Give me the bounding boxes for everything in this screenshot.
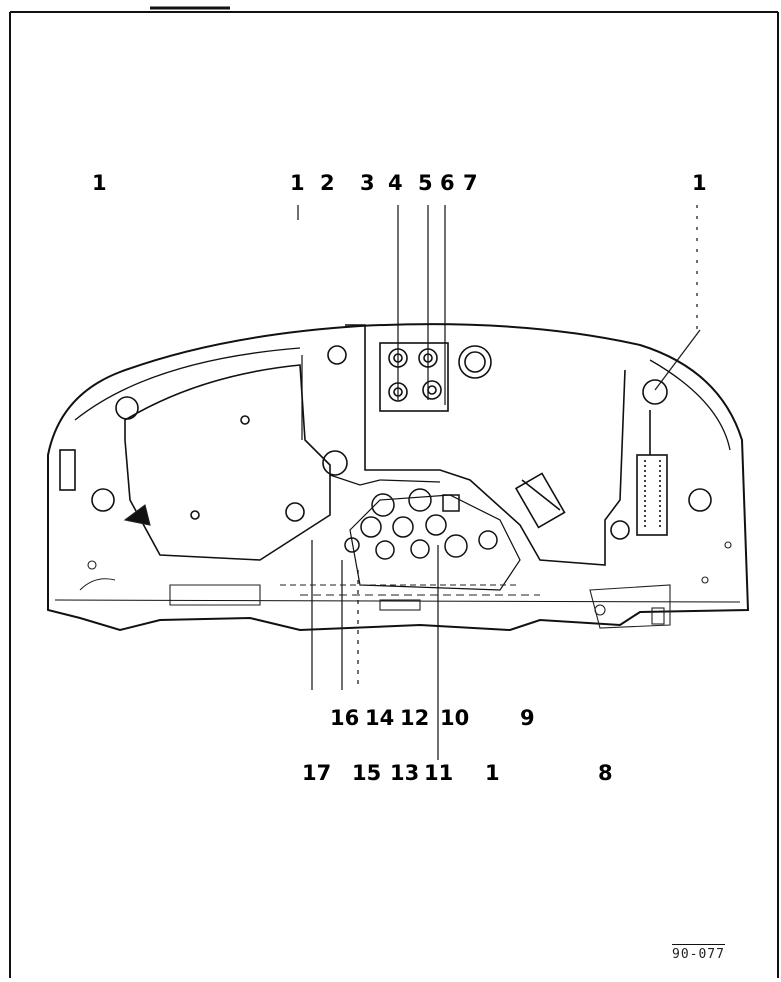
callout-label: 5 — [418, 171, 433, 195]
callout-label: 8 — [598, 761, 613, 785]
callout-label: 13 — [390, 761, 419, 785]
bulb-holder-group-lower — [344, 488, 498, 560]
callout-label: 6 — [440, 171, 455, 195]
gauge-resistor-strip — [636, 410, 668, 536]
voltage-stabilizer — [514, 472, 566, 529]
figure-reference-number: 90-077 — [672, 944, 725, 962]
callout-label: 12 — [400, 706, 429, 730]
printed-circuit-tracks — [79, 504, 732, 629]
callout-label: 4 — [388, 171, 403, 195]
callout-label: 1 — [485, 761, 500, 785]
callout-label: 9 — [520, 706, 535, 730]
callout-label: 14 — [365, 706, 394, 730]
leader-lines — [297, 205, 701, 760]
cluster-housing — [47, 323, 750, 632]
callout-label: 1 — [290, 171, 305, 195]
mounting-bosses — [59, 345, 712, 540]
callout-label: 7 — [463, 171, 478, 195]
callout-label: 10 — [440, 706, 469, 730]
callout-label: 16 — [330, 706, 359, 730]
callout-label: 17 — [302, 761, 331, 785]
callout-label: 1 — [92, 171, 107, 195]
callout-label: 1 — [692, 171, 707, 195]
callout-label: 11 — [424, 761, 453, 785]
centre-plate — [329, 324, 626, 591]
callout-label: 15 — [352, 761, 381, 785]
callout-label: 3 — [360, 171, 375, 195]
page-frame — [9, 6, 779, 978]
callout-label: 2 — [320, 171, 335, 195]
bulb-holder-group-top — [379, 342, 492, 412]
speedometer-window — [124, 364, 331, 561]
